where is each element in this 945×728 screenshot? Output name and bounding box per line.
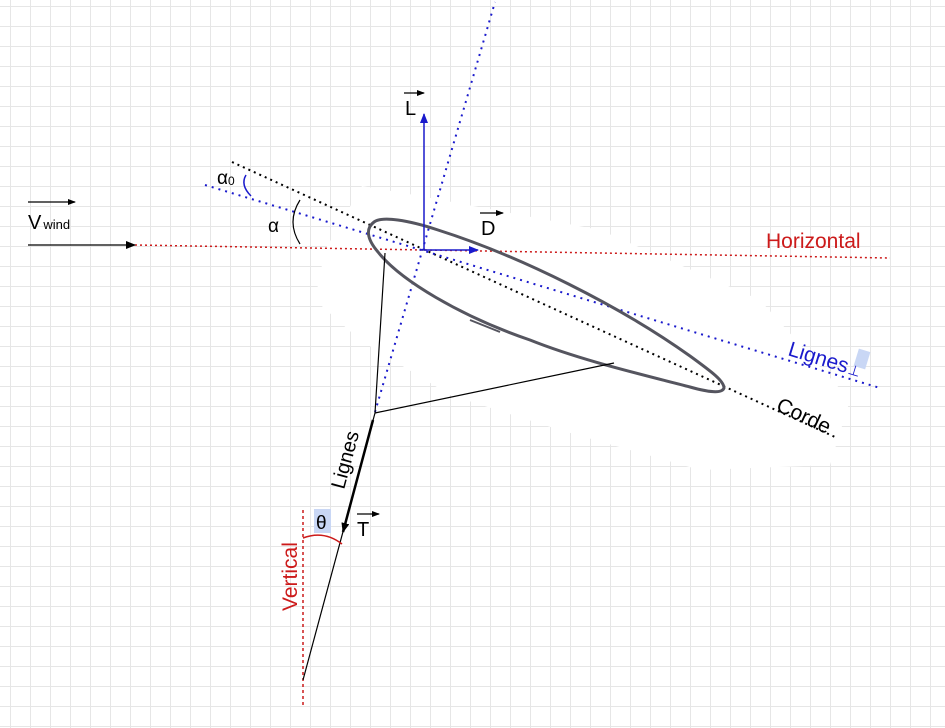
theta-highlight	[314, 509, 331, 533]
bridle-line-rear	[374, 362, 615, 414]
perp-highlight	[853, 348, 871, 370]
tension-vector	[341, 419, 375, 533]
drag-label: D	[481, 218, 495, 240]
theta-arc	[302, 534, 343, 545]
alpha0-label: α0	[217, 168, 235, 189]
lift-label: L	[405, 98, 416, 120]
airfoil-profile	[367, 217, 726, 394]
lignes-label: Lignes	[328, 429, 365, 492]
chord-line	[231, 161, 836, 438]
lignes-axis-line	[374, 1, 496, 413]
tension-label: T	[357, 519, 369, 541]
profile-background	[315, 186, 850, 470]
alpha-label: α	[268, 216, 279, 237]
theta-label: θ	[316, 513, 327, 534]
alpha-arc	[292, 199, 301, 245]
horizontal-line	[134, 244, 891, 259]
bridle-line-front	[374, 252, 386, 414]
horizontal-label: Horizontal	[766, 230, 861, 253]
vertical-label: Vertical	[279, 542, 302, 611]
airfoil-underside-detail	[469, 319, 501, 333]
alpha0-arc	[243, 174, 252, 197]
